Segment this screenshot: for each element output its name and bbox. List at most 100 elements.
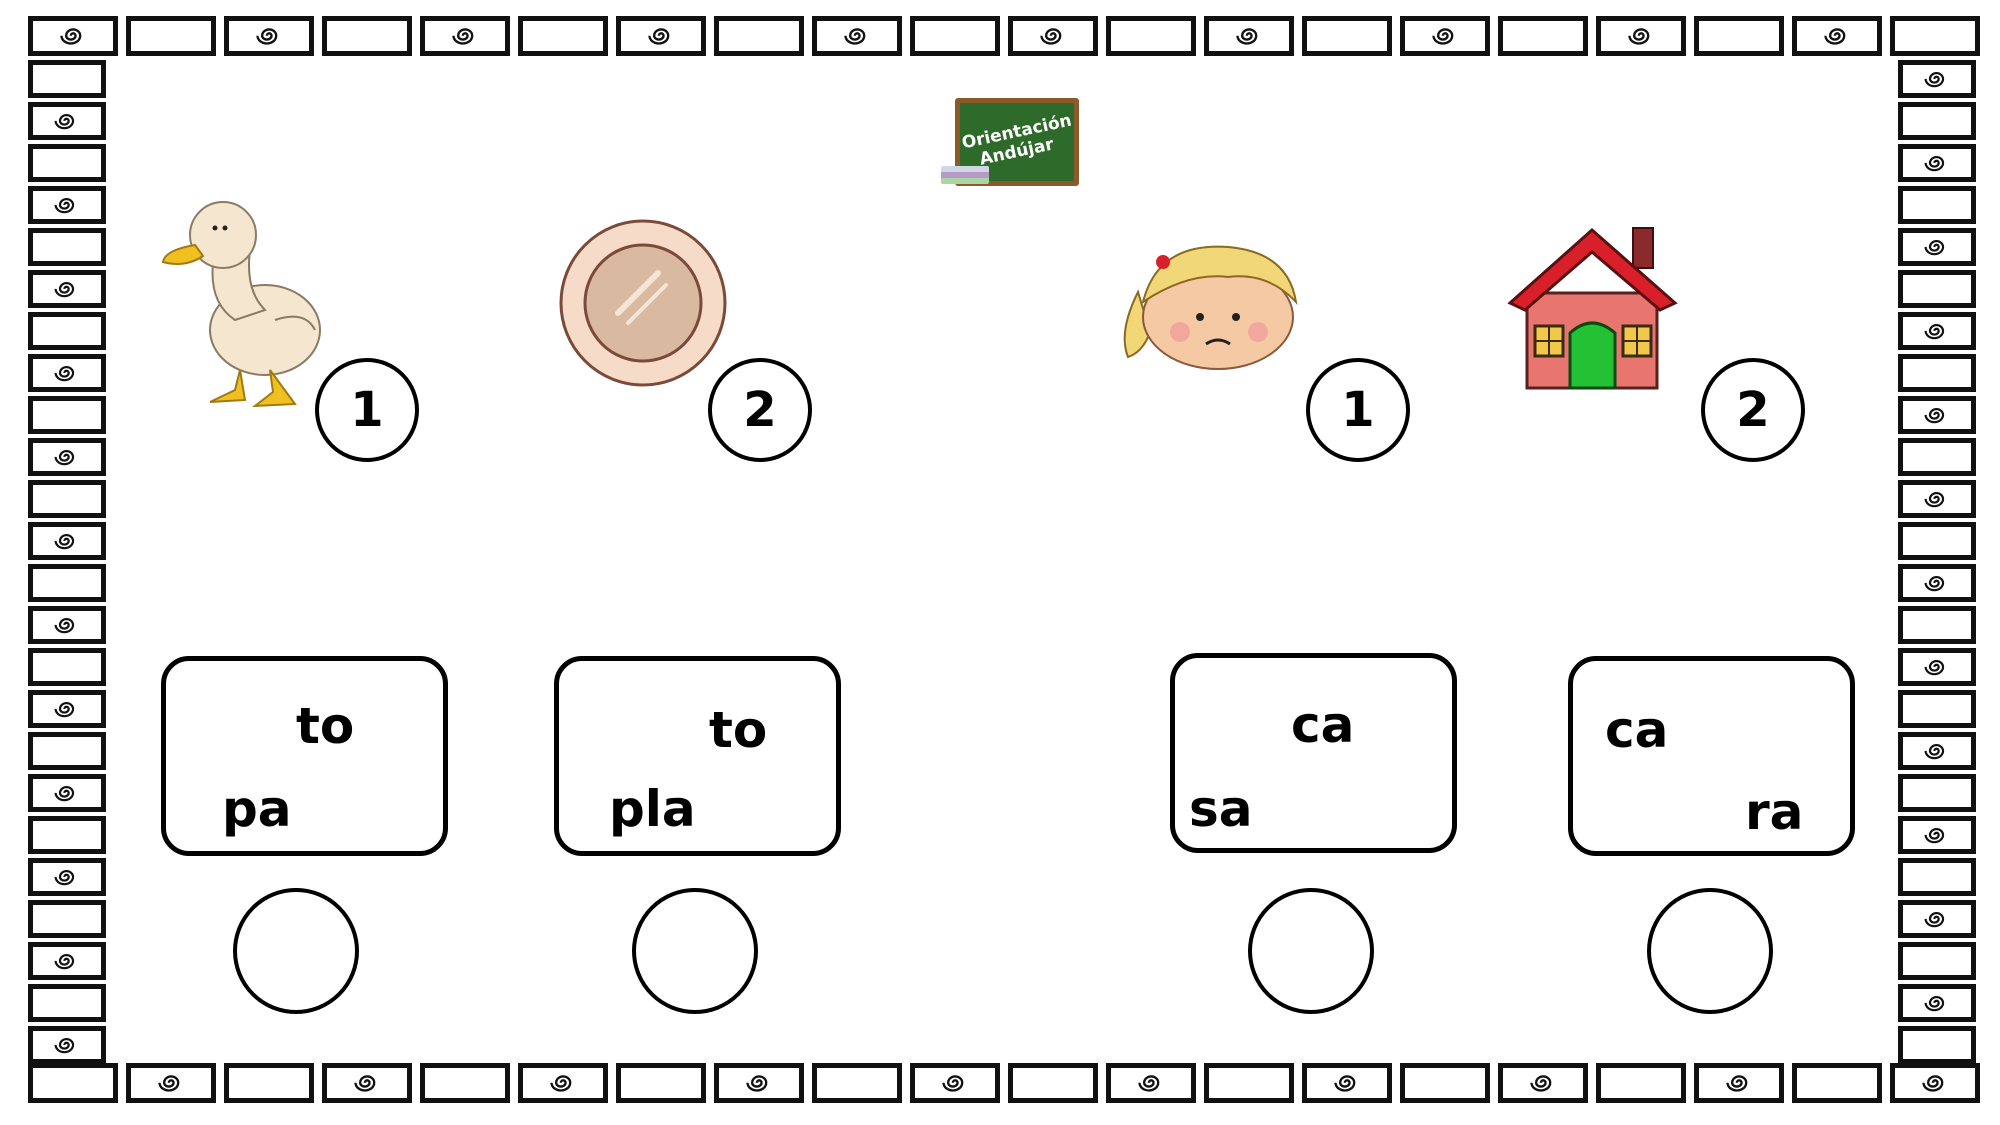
spiral-tile [1898,144,1976,182]
spiral-tile [1898,648,1976,686]
blank-tile [224,1063,314,1103]
spiral-tile [1694,1063,1784,1103]
syllable-card-1: to pa [161,656,448,856]
spiral-tile [1302,1063,1392,1103]
blank-tile [1694,16,1784,56]
blank-tile [1596,1063,1686,1103]
blank-tile [1898,858,1976,896]
blank-tile [1498,16,1588,56]
spiral-tile [1106,1063,1196,1103]
blank-tile [1898,1026,1976,1064]
syllable-card-3: ca sa [1170,653,1457,853]
spiral-tile [1596,16,1686,56]
spiral-tile [28,102,106,140]
syllable-bottom: sa [1189,780,1253,838]
blank-tile [28,564,106,602]
chalkboard-icon: Orientación Andújar [955,98,1079,186]
number-circle-1: 1 [315,358,419,462]
spiral-tile [1898,396,1976,434]
blank-tile [1898,606,1976,644]
blank-tile [322,16,412,56]
blank-tile [518,16,608,56]
blank-tile [1204,1063,1294,1103]
spiral-tile [812,16,902,56]
blank-tile [28,648,106,686]
blank-tile [1106,16,1196,56]
spiral-tile [1400,16,1490,56]
spiral-tile [1898,564,1976,602]
blank-tile [1898,522,1976,560]
blank-tile [28,900,106,938]
blank-tile [1898,942,1976,980]
spiral-tile [714,1063,804,1103]
blank-tile [28,144,106,182]
spiral-tile [28,942,106,980]
blank-tile [714,16,804,56]
answer-circle-1[interactable] [233,888,359,1014]
spiral-tile [910,1063,1000,1103]
syllable-bottom: ra [1745,783,1804,841]
blank-tile [1890,16,1980,56]
spiral-tile [1898,228,1976,266]
blank-tile [1400,1063,1490,1103]
duck-icon [161,201,321,408]
spiral-tile [1898,732,1976,770]
blank-tile [1302,16,1392,56]
blank-tile [1898,690,1976,728]
spiral-tile [1898,60,1976,98]
blank-tile [1792,1063,1882,1103]
spiral-tile [616,16,706,56]
syllable-top: to [709,701,768,759]
spiral-tile [1498,1063,1588,1103]
spiral-tile [28,690,106,728]
spiral-tile [1898,312,1976,350]
syllable-card-4: ca ra [1568,656,1855,856]
blank-tile [1898,438,1976,476]
blank-tile [1898,102,1976,140]
spiral-tile [28,858,106,896]
syllable-bottom: pa [222,780,292,838]
spiral-tile [1898,900,1976,938]
blank-tile [126,16,216,56]
blank-tile [1008,1063,1098,1103]
blank-tile [28,228,106,266]
blank-tile [1898,186,1976,224]
spiral-tile [1792,16,1882,56]
syllable-top: ca [1605,701,1669,759]
spiral-tile [420,16,510,56]
number-circle-4: 2 [1701,358,1805,462]
blank-tile [28,396,106,434]
plate-icon [559,219,727,387]
spiral-tile [1204,16,1294,56]
spiral-tile [28,1026,106,1064]
spiral-tile [1898,480,1976,518]
blank-tile [1898,774,1976,812]
spiral-tile [28,186,106,224]
spiral-tile [322,1063,412,1103]
blank-tile [812,1063,902,1103]
syllable-top: ca [1291,696,1355,754]
orientacion-andujar-logo: Orientación Andújar [941,98,1079,188]
spiral-tile [1898,816,1976,854]
blank-tile [910,16,1000,56]
blank-tile [616,1063,706,1103]
number-circle-2: 2 [708,358,812,462]
answer-circle-2[interactable] [632,888,758,1014]
blank-tile [420,1063,510,1103]
blank-tile [28,1063,118,1103]
girl-face-icon [1123,245,1298,370]
books-icon [941,166,989,184]
spiral-tile [518,1063,608,1103]
syllable-card-2: to pla [554,656,841,856]
blank-tile [1898,354,1976,392]
spiral-tile [1890,1063,1980,1103]
spiral-tile [28,354,106,392]
answer-circle-4[interactable] [1647,888,1773,1014]
syllable-top: to [296,697,355,755]
syllable-bottom: pla [609,780,696,838]
blank-tile [28,312,106,350]
answer-circle-3[interactable] [1248,888,1374,1014]
blank-tile [28,816,106,854]
spiral-tile [126,1063,216,1103]
spiral-tile [1008,16,1098,56]
